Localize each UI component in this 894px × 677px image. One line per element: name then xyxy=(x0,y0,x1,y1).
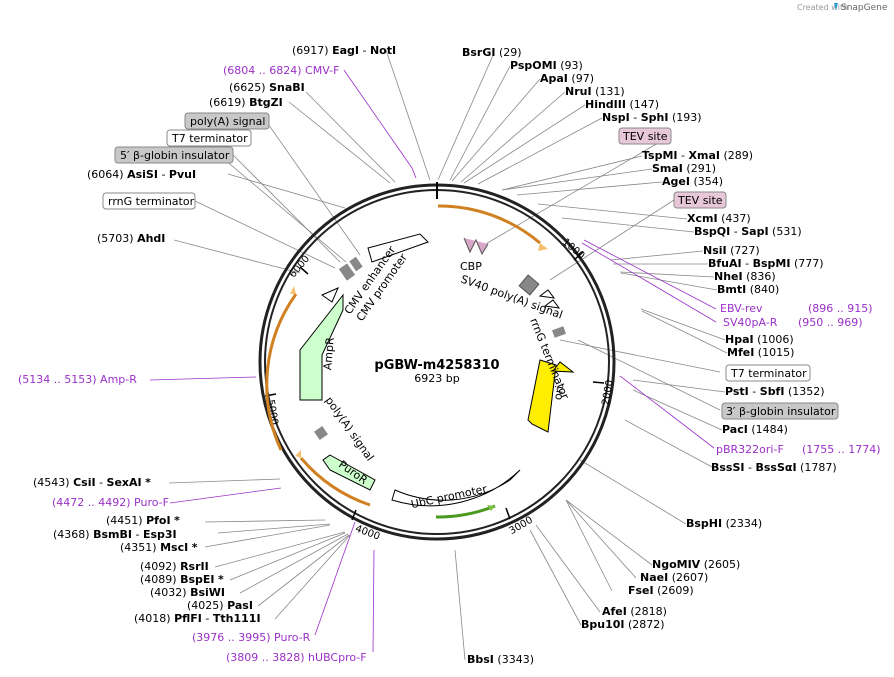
svg-text:EBV-rev: EBV-rev xyxy=(720,302,763,315)
rrng-terminator-feature[interactable] xyxy=(551,326,567,338)
svg-text:NspI - SphI (193): NspI - SphI (193) xyxy=(602,111,702,124)
cmv-enhancer-feature[interactable] xyxy=(367,233,429,263)
svg-text:(5703) AhdI: (5703) AhdI xyxy=(97,232,165,245)
ampr-feature[interactable] xyxy=(299,293,344,401)
ori-arrow-icon xyxy=(552,361,575,373)
svg-text:NruI (131): NruI (131) xyxy=(565,85,625,98)
terminator-block-2 xyxy=(349,256,363,272)
svg-text:(4092) RsrII: (4092) RsrII xyxy=(140,560,209,573)
map-label-ori: ori xyxy=(551,385,566,401)
primer-labels: (6804 .. 6824) CMV-F (5134 .. 5153) Amp-… xyxy=(18,64,881,664)
svg-text:FseI (2609): FseI (2609) xyxy=(628,584,694,597)
svg-text:(4089) BspEI *: (4089) BspEI * xyxy=(140,573,224,586)
svg-text:ApaI (97): ApaI (97) xyxy=(540,72,594,85)
svg-text:T7 terminator: T7 terminator xyxy=(730,367,807,380)
svg-text:(4018) PflFI - Tth111I: (4018) PflFI - Tth111I xyxy=(134,612,261,625)
svg-text:BsrGI (29): BsrGI (29) xyxy=(462,46,522,59)
svg-text:PstI - SbfI (1352): PstI - SbfI (1352) xyxy=(725,385,825,398)
svg-text:(3809 .. 3828) hUBCpro-F: (3809 .. 3828) hUBCpro-F xyxy=(226,651,367,664)
cmv-promoter-arrow-icon xyxy=(320,287,339,303)
svg-text:BfuAI - BspMI (777): BfuAI - BspMI (777) xyxy=(708,257,824,270)
credit-text: Created with xyxy=(797,3,848,12)
svg-text:5′ β-globin insulator: 5′ β-globin insulator xyxy=(120,149,230,162)
svg-text:(4451) PfoI *: (4451) PfoI * xyxy=(106,514,180,527)
svg-text:HpaI (1006): HpaI (1006) xyxy=(725,333,794,346)
primer-leaders xyxy=(149,69,717,653)
svg-text:BssSI - BssSαI (1787): BssSI - BssSαI (1787) xyxy=(711,461,837,474)
svg-text:(4025) PasI: (4025) PasI xyxy=(187,599,253,612)
leader-lines xyxy=(168,49,728,661)
svg-text:poly(A) signal: poly(A) signal xyxy=(190,115,265,128)
svg-text:BmtI (840): BmtI (840) xyxy=(717,283,779,296)
svg-text:MfeI (1015): MfeI (1015) xyxy=(727,346,794,359)
boxed-feature-labels: poly(A) signal T7 terminator 5′ β-globin… xyxy=(102,112,839,420)
svg-text:PacI (1484): PacI (1484) xyxy=(722,423,788,436)
svg-text:NaeI (2607): NaeI (2607) xyxy=(640,571,708,584)
svg-text:(4472 .. 4492) Puro-F: (4472 .. 4492) Puro-F xyxy=(52,496,169,509)
sv40-polya-feature[interactable] xyxy=(518,274,540,296)
svg-text:3′ β-globin insulator: 3′ β-globin insulator xyxy=(726,405,836,418)
svg-text:BspHI (2334): BspHI (2334) xyxy=(686,517,762,530)
arrow-small-icon-1 xyxy=(538,289,556,299)
svg-text:(6619) BtgZI: (6619) BtgZI xyxy=(209,96,283,109)
svg-text:AgeI (354): AgeI (354) xyxy=(662,175,723,188)
tick-label-6000: 6000 xyxy=(287,254,312,281)
tick-label-4000: 4000 xyxy=(354,524,382,543)
site-labels-right: BsrGI (29) PspOMI (93) ApaI (97) NruI (1… xyxy=(462,46,837,666)
svg-text:(4543) CsiI - SexAI *: (4543) CsiI - SexAI * xyxy=(33,476,151,489)
svg-text:pBR322ori-F: pBR322ori-F xyxy=(716,443,784,456)
svg-text:SV40pA-R: SV40pA-R xyxy=(723,316,778,329)
svg-text:(4351) MscI *: (4351) MscI * xyxy=(120,541,198,554)
terminator-block-1 xyxy=(338,263,356,281)
svg-text:NsiI (727): NsiI (727) xyxy=(703,244,760,257)
svg-text:TspMI - XmaI (289): TspMI - XmaI (289) xyxy=(642,149,753,162)
svg-text:(4032) BsiWI: (4032) BsiWI xyxy=(150,586,225,599)
map-label-cbp: CBP xyxy=(460,260,482,273)
svg-text:HindIII (147): HindIII (147) xyxy=(585,98,659,111)
svg-text:(1755 .. 1774): (1755 .. 1774) xyxy=(802,443,881,456)
arrow-small-icon-2 xyxy=(543,299,561,309)
ubc-promoter-feature[interactable] xyxy=(391,469,521,507)
svg-text:(5134 .. 5153) Amp-R: (5134 .. 5153) Amp-R xyxy=(18,373,137,386)
svg-text:(6625) SnaBI: (6625) SnaBI xyxy=(229,81,305,94)
svg-text:PspOMI (93): PspOMI (93) xyxy=(510,59,583,72)
svg-text:(6064) AsiSI - PvuI: (6064) AsiSI - PvuI xyxy=(87,168,196,181)
polya-block xyxy=(314,426,328,440)
map-label-ubc-promoter: UbC promoter xyxy=(410,482,489,511)
svg-text:TEV site: TEV site xyxy=(622,130,668,143)
plasmid-size: 6923 bp xyxy=(414,372,459,385)
svg-text:(3976 .. 3995) Puro-R: (3976 .. 3995) Puro-R xyxy=(192,631,311,644)
cbp-feature[interactable] xyxy=(463,237,489,256)
svg-text:T7 terminator: T7 terminator xyxy=(171,132,248,145)
svg-text:NgoMIV (2605): NgoMIV (2605) xyxy=(652,558,740,571)
map-label-polya: poly(A) signal xyxy=(323,394,377,463)
svg-text:NheI (836): NheI (836) xyxy=(714,270,776,283)
svg-text:BbsI (3343): BbsI (3343) xyxy=(467,653,534,666)
svg-text:(6804 .. 6824) CMV-F: (6804 .. 6824) CMV-F xyxy=(223,64,339,77)
svg-text:Bpu10I (2872): Bpu10I (2872) xyxy=(581,618,665,631)
svg-text:(950 .. 969): (950 .. 969) xyxy=(798,316,863,329)
site-labels-left: (6917) EagI - NotI (6625) SnaBI (6619) B… xyxy=(33,44,396,625)
svg-text:(4368) BsmBI - Esp3I: (4368) BsmBI - Esp3I xyxy=(53,528,177,541)
tick-label-2000: 2000 xyxy=(600,379,615,406)
svg-text:TEV site: TEV site xyxy=(677,194,723,207)
credit-brand: SnapGene xyxy=(841,3,888,13)
svg-text:(6917) EagI - NotI: (6917) EagI - NotI xyxy=(292,44,396,57)
svg-text:rrnG terminator: rrnG terminator xyxy=(108,195,195,208)
map-label-ampr: AmpR xyxy=(321,336,337,370)
svg-text:BspQI - SapI (531): BspQI - SapI (531) xyxy=(694,225,802,238)
snapgene-logo-icon xyxy=(834,3,838,10)
svg-text:SmaI (291): SmaI (291) xyxy=(652,162,716,175)
svg-text:XcmI (437): XcmI (437) xyxy=(687,212,751,225)
svg-text:(896 .. 915): (896 .. 915) xyxy=(808,302,873,315)
puror-feature[interactable] xyxy=(322,454,376,491)
svg-text:AfeI (2818): AfeI (2818) xyxy=(602,605,667,618)
primer-arrowheads xyxy=(290,243,548,511)
plasmid-name: pGBW-m4258310 xyxy=(374,358,499,373)
ori-feature[interactable] xyxy=(527,359,557,433)
